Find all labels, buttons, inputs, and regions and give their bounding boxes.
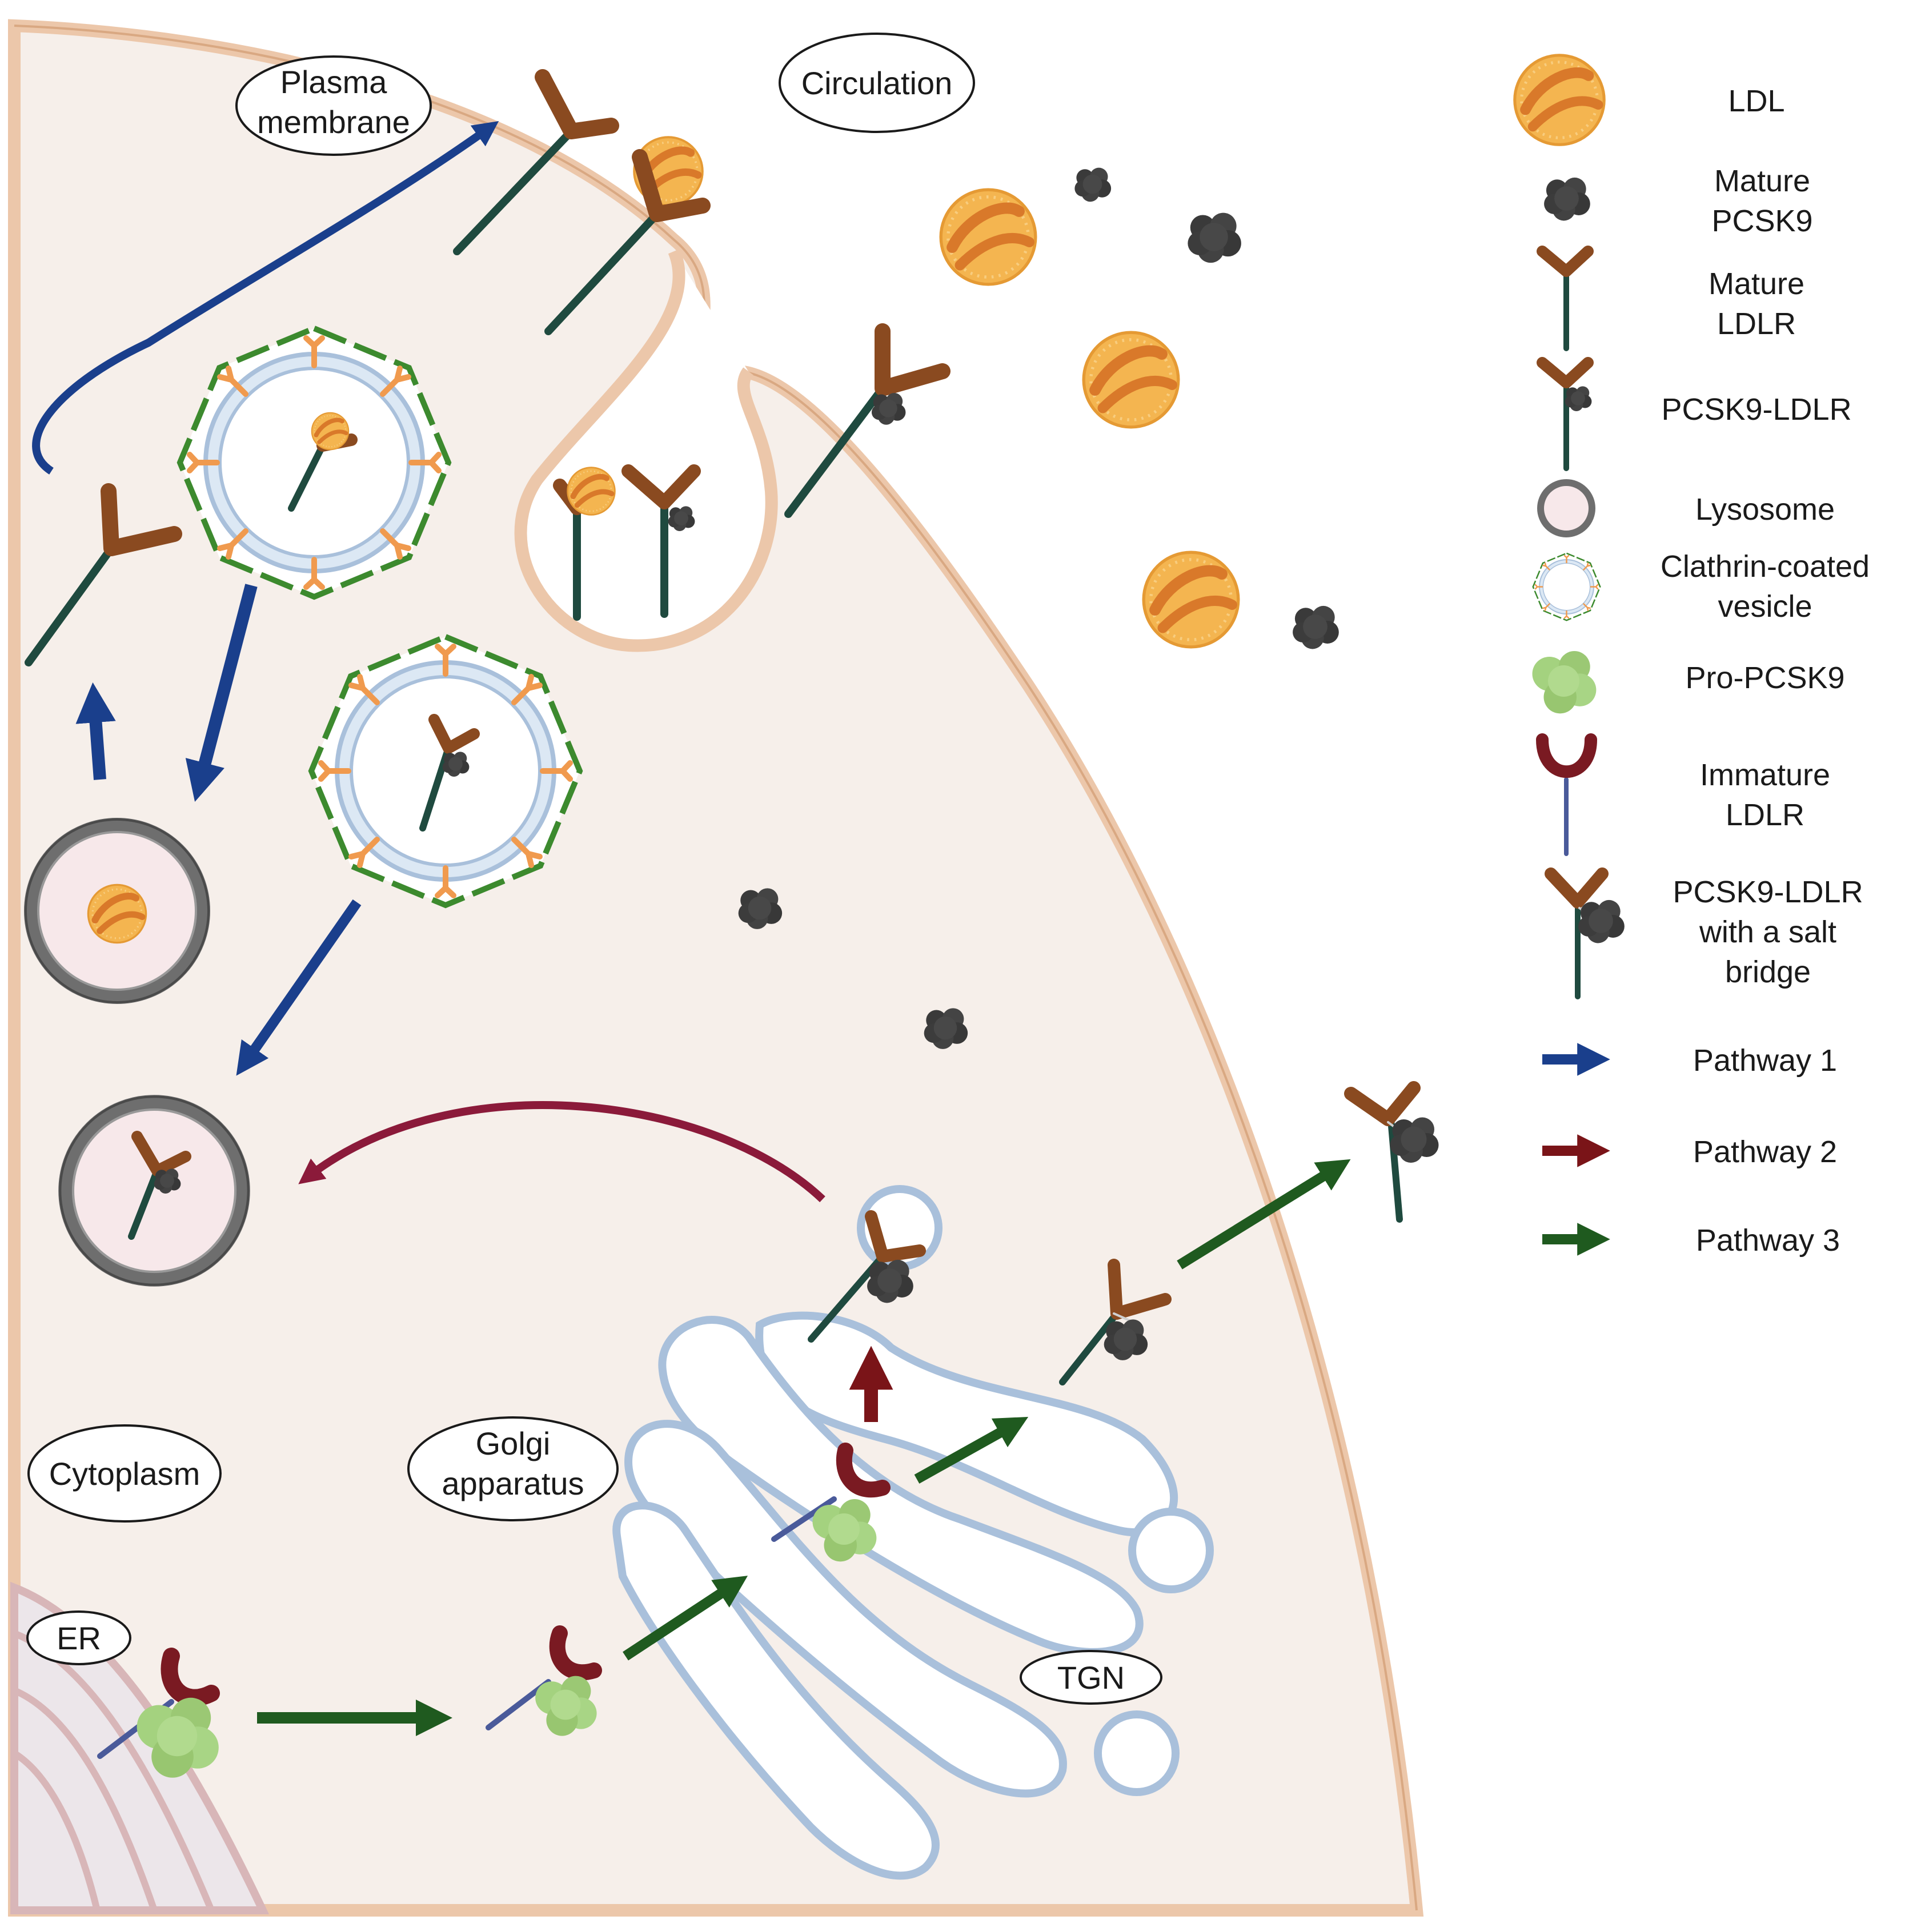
pathway-1-arrow <box>32 121 499 475</box>
pro-pcsk9-icon <box>1532 651 1597 714</box>
pathway-3-arrow <box>914 1416 1029 1484</box>
legend-label-immature-ldlr: Immature <box>1700 758 1830 792</box>
pcsk9-ldlr-icon <box>1537 357 1594 471</box>
endocytic-pit <box>514 248 778 652</box>
legend-label-clathrin-vesicle: Clathrin-coated <box>1661 549 1870 584</box>
pcsk9-ldlr-complex <box>621 464 701 618</box>
svg-text:ER: ER <box>57 1620 101 1656</box>
cytoplasm-label: Cytoplasm <box>27 1424 222 1523</box>
clathrin-vesicle-icon <box>1532 552 1601 621</box>
svg-text:Golgi: Golgi <box>476 1425 551 1461</box>
svg-text:Cytoplasm: Cytoplasm <box>49 1456 200 1492</box>
circulation-label: Circulation <box>779 33 975 133</box>
pathway-3-arrow <box>623 1576 748 1661</box>
legend-label-mature-ldlr: LDLR <box>1717 307 1796 341</box>
legend-label-salt-bridge: with a salt <box>1699 915 1836 949</box>
legend-label-salt-bridge: bridge <box>1725 955 1811 989</box>
pcsk9-ldlr-complex <box>784 323 951 518</box>
ldl-particle <box>941 190 1036 284</box>
legend-label-mature-pcsk9: PCSK9 <box>1711 204 1812 238</box>
mature-pcsk9 <box>1188 212 1241 263</box>
immature-ldlr-icon <box>1536 733 1597 856</box>
legend-label-immature-ldlr: LDLR <box>1726 798 1804 832</box>
mature-ldlr <box>453 69 619 255</box>
legend-label-mature-pcsk9: Mature <box>1714 164 1810 198</box>
legend-label-pro-pcsk9: Pro-PCSK9 <box>1685 661 1844 695</box>
svg-text:apparatus: apparatus <box>442 1465 584 1501</box>
ldl-particle <box>568 468 615 515</box>
er-structure <box>10 1581 270 1914</box>
pathway-1-arrow <box>75 682 116 780</box>
pcsk9-ldlr-complex <box>128 1131 191 1240</box>
ldl-particle <box>88 885 146 942</box>
legend-label-mature-ldlr: Mature <box>1709 267 1804 301</box>
legend-label-pathway-2: Pathway 2 <box>1693 1135 1837 1169</box>
ldl-particle <box>1144 552 1238 647</box>
ldl-particle <box>312 413 348 449</box>
svg-text:Plasma: Plasma <box>280 64 388 100</box>
pathway-1-arrow <box>236 899 362 1076</box>
golgi-apparatus <box>612 1185 1214 1880</box>
mature-pcsk9 <box>1074 167 1112 202</box>
mature-ldlr-icon <box>1537 246 1594 351</box>
mature-ldlr <box>25 483 182 666</box>
lysosome-icon <box>1537 479 1595 537</box>
plasma-membrane-inner-line <box>14 25 1418 1911</box>
tgn-label: TGN <box>1020 1650 1162 1705</box>
mature-pcsk9 <box>871 393 906 425</box>
plasma-membrane-label: Plasma membrane <box>235 55 432 156</box>
pathway-1-arrow <box>185 584 258 802</box>
svg-text:Circulation: Circulation <box>801 65 953 101</box>
svg-text:membrane: membrane <box>257 104 410 140</box>
legend-label-pathway-3: Pathway 3 <box>1696 1223 1840 1258</box>
legend-label-pcsk9-ldlr: PCSK9-LDLR <box>1661 392 1851 427</box>
legend-label-pathway-1: Pathway 1 <box>1693 1043 1837 1078</box>
er-label: ER <box>26 1610 131 1665</box>
mature-pcsk9 <box>1293 605 1339 649</box>
lysosome <box>60 1096 248 1284</box>
legend-label-ldl: LDL <box>1728 84 1784 118</box>
legend-label-lysosome: Lysosome <box>1695 492 1835 527</box>
pcsk9-ldlr-complex <box>419 714 480 832</box>
golgi-label: Golgi apparatus <box>407 1416 619 1521</box>
mature-pcsk9-icon <box>1544 177 1590 221</box>
legend-label-clathrin-vesicle: vesicle <box>1718 589 1812 624</box>
pathway-3-arrow <box>1177 1159 1351 1270</box>
legend-label-salt-bridge: PCSK9-LDLR <box>1673 875 1863 909</box>
salt-bridge-complex <box>1344 1081 1421 1223</box>
immature-ldlr <box>771 1443 891 1542</box>
salt-bridge-complex <box>1059 1259 1172 1385</box>
svg-text:TGN: TGN <box>1057 1660 1125 1696</box>
ldl-particle <box>1084 332 1178 427</box>
pathway-2-arrow <box>298 1101 825 1203</box>
salt-bridge-icon-pcsk9 <box>1578 899 1625 943</box>
legend: LDL Mature PCSK9 Mature LDLR PCSK9-LDLR … <box>1515 55 1870 1258</box>
ldl-icon <box>1515 55 1604 144</box>
ldl-ldlr-complex <box>544 149 711 335</box>
